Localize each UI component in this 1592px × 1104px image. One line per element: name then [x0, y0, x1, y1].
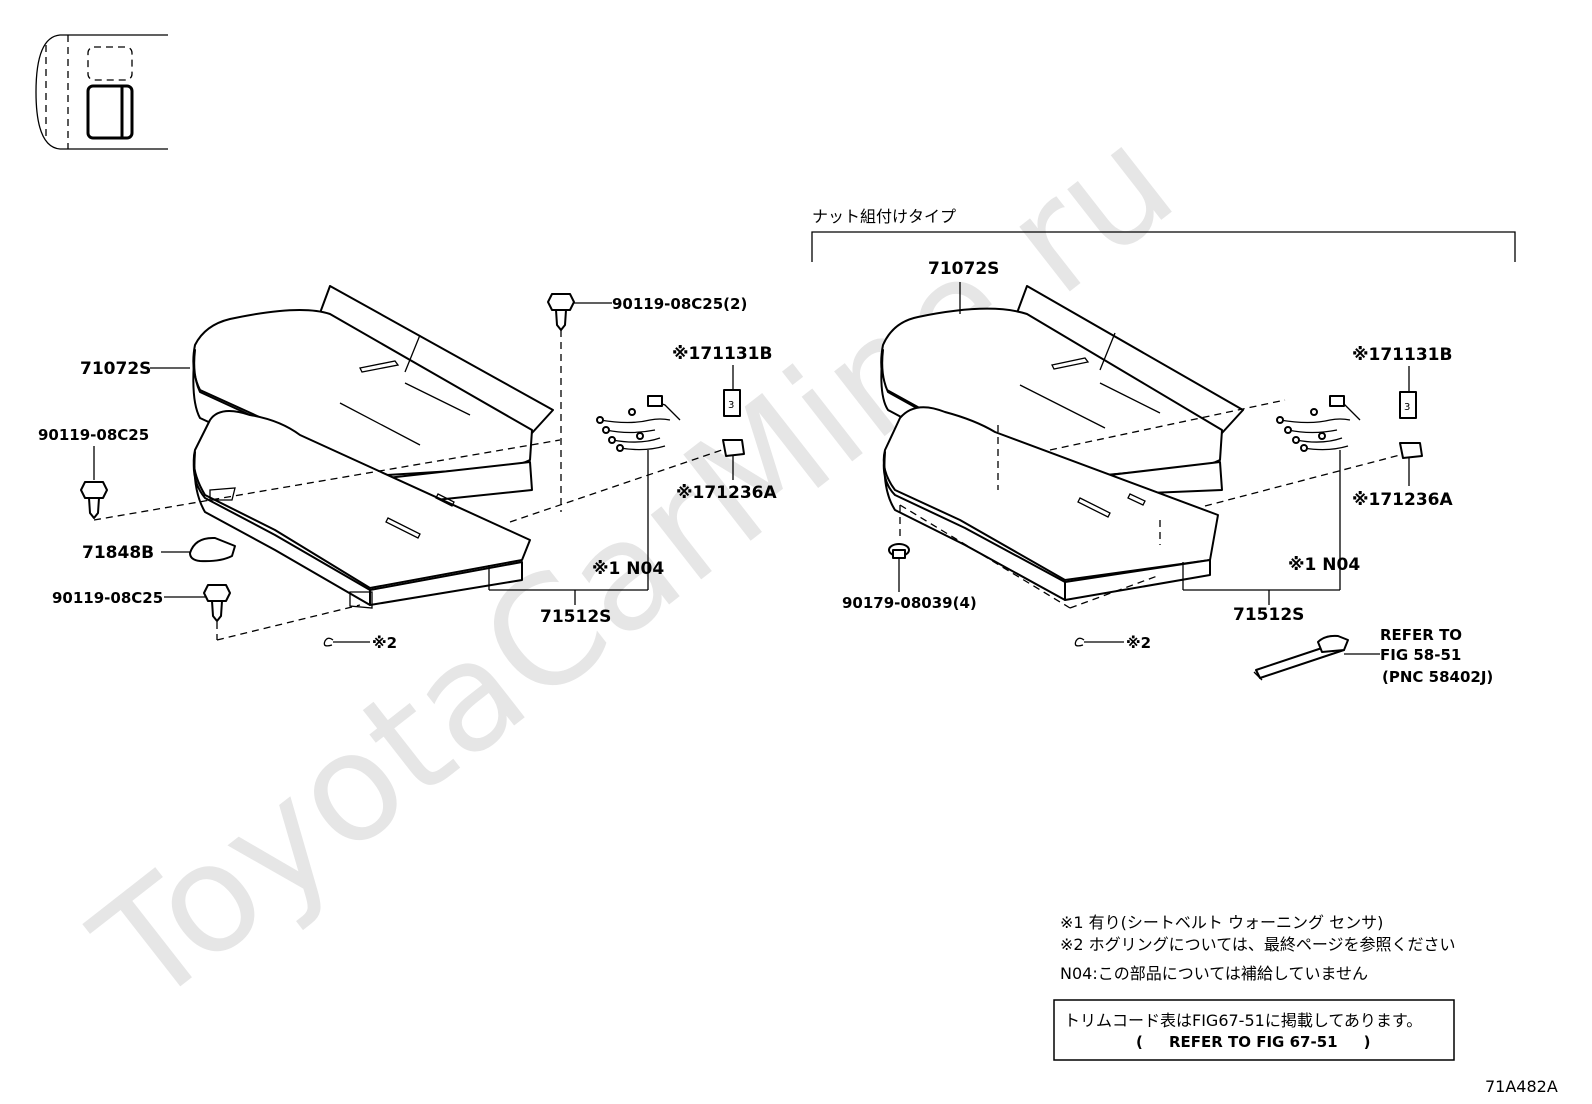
left-bolt-bottom-label: 90119-08C25: [52, 589, 163, 607]
right-wire-harness-label: ※1 N04: [1288, 555, 1360, 575]
right-pad-icon: 3: [1399, 391, 1417, 419]
left-cover-icon: [189, 536, 236, 563]
seatbelt-buckle-icon: [1253, 634, 1349, 681]
right-clip-icon: [1399, 442, 1423, 459]
right-wire-harness-icon: [1276, 395, 1361, 452]
nut-type-label: ナット組付けタイプ: [812, 207, 956, 226]
left-frame-label: 71512S: [540, 607, 611, 627]
left-bolt-left-icon: [80, 481, 108, 519]
right-pad-label: ※171131B: [1352, 345, 1452, 365]
left-wire-harness-label: ※1 N04: [592, 559, 664, 579]
left-bolt-top-label: 90119-08C25(2): [612, 295, 747, 313]
note-2: ※2 ホグリングについては、最終ページを参照ください: [1060, 935, 1456, 954]
left-bolt-top-icon: [547, 293, 575, 331]
right-hog-ring-icon: [1074, 637, 1085, 647]
refer-line3: (PNC 58402J): [1382, 668, 1493, 686]
left-hog-ring-icon: [323, 637, 334, 647]
left-seat-cushion-label: 71072S: [80, 359, 151, 379]
left-hog-ring-label: ※2: [372, 634, 397, 652]
left-guide-lines: [93, 330, 723, 641]
note-1: ※1 有り(シートベルト ウォーニング センサ): [1060, 913, 1383, 932]
left-seat-frame: [192, 410, 531, 609]
left-pad-icon: 3: [723, 389, 741, 417]
right-clip-label: ※171236A: [1352, 490, 1453, 510]
left-clip-icon: [722, 439, 745, 457]
left-clip-label: ※171236A: [676, 483, 777, 503]
right-seat-frame: [882, 406, 1219, 601]
right-leader-lines: [898, 282, 1410, 655]
left-bolt-left-label: 90119-08C25: [38, 426, 149, 444]
refer-line1: REFER TO: [1380, 626, 1462, 644]
left-bolt-bottom-icon: [203, 584, 231, 622]
svg-text:3: 3: [1404, 402, 1410, 413]
vehicle-locator-icon: [35, 34, 168, 150]
left-cover-label: 71848B: [82, 543, 154, 563]
left-wire-harness-icon: [596, 395, 681, 452]
svg-text:3: 3: [728, 400, 734, 411]
right-frame-label: 71512S: [1233, 605, 1304, 625]
right-nut-label: 90179-08039(4): [842, 594, 977, 612]
left-leader-lines: [93, 302, 734, 643]
note-3: N04:この部品については補給していません: [1060, 964, 1368, 983]
right-guide-lines: [899, 399, 1401, 609]
trim-box-line2: ( REFER TO FIG 67-51 ): [1136, 1033, 1371, 1051]
right-nut-icon: [888, 543, 910, 559]
right-seat-cushion-label: 71072S: [928, 259, 999, 279]
figure-code: 71A482A: [1485, 1077, 1558, 1096]
right-hog-ring-label: ※2: [1126, 634, 1151, 652]
refer-line2: FIG 58-51: [1380, 646, 1461, 664]
trim-code-box: [1053, 999, 1455, 1061]
nut-type-bracket: [811, 231, 1516, 262]
left-pad-label: ※171131B: [672, 344, 772, 364]
trim-box-line1: トリムコード表はFIG67-51に掲載してあります。: [1064, 1011, 1422, 1030]
